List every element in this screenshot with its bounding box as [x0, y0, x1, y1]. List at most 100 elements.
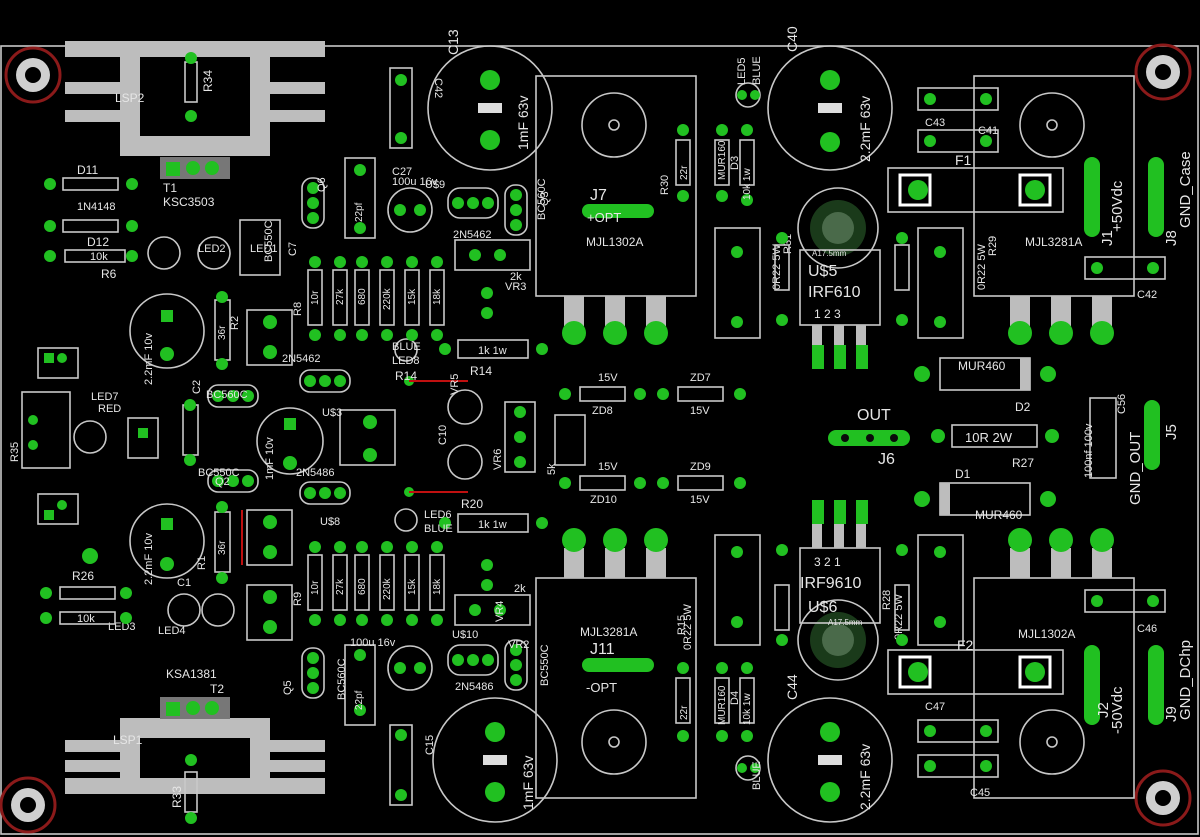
- svg-text:1mF 10v: 1mF 10v: [264, 437, 276, 480]
- svg-text:0R22 5W: 0R22 5W: [682, 604, 694, 650]
- svg-text:BLUE: BLUE: [392, 341, 421, 353]
- svg-text:100nf 100v: 100nf 100v: [1083, 423, 1095, 478]
- svg-text:GND_OUT: GND_OUT: [1127, 432, 1144, 505]
- svg-text:36r: 36r: [217, 325, 228, 340]
- svg-text:0R22 5W: 0R22 5W: [893, 594, 905, 640]
- cap-2-2mf-bottom-left: 2.2mF 10v: [129, 503, 205, 585]
- diode-d1: D1 MUR460: [914, 467, 1056, 522]
- svg-text:VR5: VR5: [449, 374, 461, 395]
- svg-text:R8: R8: [292, 302, 304, 316]
- svg-text:R34: R34: [201, 70, 215, 92]
- svg-text:220k: 220k: [382, 577, 393, 600]
- power-resistor-blocks: 0R22 5W 0R22 5W 0R22 5W 0R22 5W R29 R31 …: [676, 227, 999, 650]
- svg-text:KSC3503: KSC3503: [163, 195, 215, 209]
- svg-text:C2: C2: [191, 380, 203, 394]
- svg-text:GND_DChp: GND_DChp: [1177, 640, 1194, 720]
- svg-text:10k: 10k: [90, 251, 108, 263]
- svg-text:LED8: LED8: [392, 355, 420, 367]
- svg-text:BC550C: BC550C: [539, 644, 551, 686]
- svg-text:22pf: 22pf: [354, 690, 365, 710]
- svg-text:RED: RED: [98, 403, 121, 415]
- svg-text:R35: R35: [9, 442, 21, 462]
- svg-text:C44: C44: [784, 674, 800, 700]
- svg-text:1 2 3: 1 2 3: [814, 307, 841, 321]
- svg-text:J5: J5: [1163, 424, 1180, 440]
- film-caps-right: C43 C41 C42 C46 C47 C45: [917, 87, 1166, 799]
- svg-text:MJL3281A: MJL3281A: [1025, 235, 1082, 249]
- svg-text:C27: C27: [392, 166, 412, 178]
- svg-text:MJL1302A: MJL1302A: [1018, 627, 1075, 641]
- svg-text:2.2mF 10v: 2.2mF 10v: [143, 333, 155, 385]
- svg-text:BC550C: BC550C: [198, 467, 240, 479]
- resistor-r14: 1k 1w R14: [439, 339, 548, 378]
- svg-text:MUR160: MUR160: [717, 685, 728, 725]
- svg-text:5k: 5k: [546, 463, 558, 475]
- small-components: [82, 157, 586, 726]
- svg-text:0R22 5W: 0R22 5W: [976, 244, 988, 290]
- transistor-mjl1302a-bottom-right: MJL1302A: [973, 528, 1135, 799]
- svg-text:U$8: U$8: [320, 516, 340, 528]
- svg-text:R26: R26: [72, 569, 94, 583]
- svg-text:C45: C45: [970, 787, 990, 799]
- svg-text:T2: T2: [210, 682, 224, 696]
- svg-text:C56: C56: [1116, 394, 1128, 414]
- svg-text:BC560C: BC560C: [206, 389, 248, 401]
- svg-text:D2: D2: [1015, 400, 1031, 414]
- mounting-hole-bl: [0, 776, 57, 834]
- svg-text:3 2 1: 3 2 1: [814, 555, 841, 569]
- svg-text:10k 1w: 10k 1w: [742, 693, 753, 725]
- driver-resistors: 22r MUR160 10k 1w R30 D3 22r MUR160 10k …: [659, 124, 910, 742]
- svg-text:BLUE: BLUE: [751, 761, 763, 790]
- svg-text:C41: C41: [978, 125, 998, 137]
- svg-text:22r: 22r: [679, 705, 690, 720]
- mounting-hole-br: [1134, 769, 1192, 827]
- svg-text:MUR460: MUR460: [958, 359, 1006, 373]
- svg-text:15V: 15V: [598, 461, 618, 473]
- svg-text:OUT: OUT: [857, 407, 891, 424]
- svg-text:VR6: VR6: [492, 449, 504, 470]
- svg-text:D1: D1: [955, 467, 971, 481]
- svg-text:C43: C43: [925, 117, 945, 129]
- svg-text:J11: J11: [590, 641, 615, 658]
- svg-text:MJL3281A: MJL3281A: [580, 625, 637, 639]
- transistor-t1: T1 KSC3503: [160, 157, 230, 209]
- led-1-2: LED2 LED1: [147, 219, 281, 276]
- svg-text:LED6: LED6: [424, 509, 452, 521]
- film-caps-left: C42 C15: [389, 67, 444, 806]
- mounting-hole-tr: [1134, 43, 1192, 101]
- transistor-t2: KSA1381 T2: [160, 667, 230, 719]
- svg-text:IRF9610: IRF9610: [800, 575, 861, 592]
- transistor-mjl3281a-top-right: MJL3281A: [973, 75, 1135, 345]
- zener-zd7: ZD7 15V: [657, 372, 746, 417]
- mounting-hole-tl: [4, 46, 62, 104]
- svg-text:D12: D12: [87, 235, 109, 249]
- svg-text:10k 1w: 10k 1w: [742, 168, 753, 200]
- board-outline: [0, 45, 1199, 835]
- label-lsp1: LSP1: [113, 733, 143, 747]
- heatsink-top: [65, 41, 325, 156]
- svg-text:MUR460: MUR460: [975, 508, 1023, 522]
- svg-text:LED5: LED5: [736, 57, 748, 85]
- svg-text:10r: 10r: [310, 290, 321, 305]
- svg-text:Q5: Q5: [282, 680, 294, 695]
- svg-text:LED4: LED4: [158, 625, 186, 637]
- svg-text:R30: R30: [659, 175, 671, 195]
- svg-text:BLUE: BLUE: [751, 56, 763, 85]
- svg-text:-50Vdc: -50Vdc: [1109, 686, 1126, 734]
- svg-text:0R22 5W: 0R22 5W: [771, 244, 783, 290]
- svg-text:R1: R1: [196, 556, 208, 570]
- svg-text:Q2: Q2: [215, 476, 230, 488]
- svg-text:LED1: LED1: [250, 243, 278, 255]
- svg-text:C47: C47: [925, 701, 945, 713]
- cap-c40: 2.2mF 63v C40: [767, 26, 893, 171]
- svg-text:2N5462: 2N5462: [453, 229, 492, 241]
- resistor-row-bottom: 10r 27k 680 220k 15k 18k: [307, 541, 445, 626]
- svg-text:18k: 18k: [432, 578, 443, 595]
- svg-text:BLUE: BLUE: [424, 523, 453, 535]
- svg-text:D11: D11: [77, 163, 98, 177]
- svg-text:VR3: VR3: [505, 281, 526, 293]
- mosfet-irf9610: 3 2 1 IRF9610 U$6 A17.5mm: [797, 500, 881, 681]
- cap-2-2mf-top-left: 2.2mF 10v: [129, 293, 205, 385]
- svg-text:ZD8: ZD8: [592, 405, 613, 417]
- svg-text:A17.5mm: A17.5mm: [812, 249, 847, 258]
